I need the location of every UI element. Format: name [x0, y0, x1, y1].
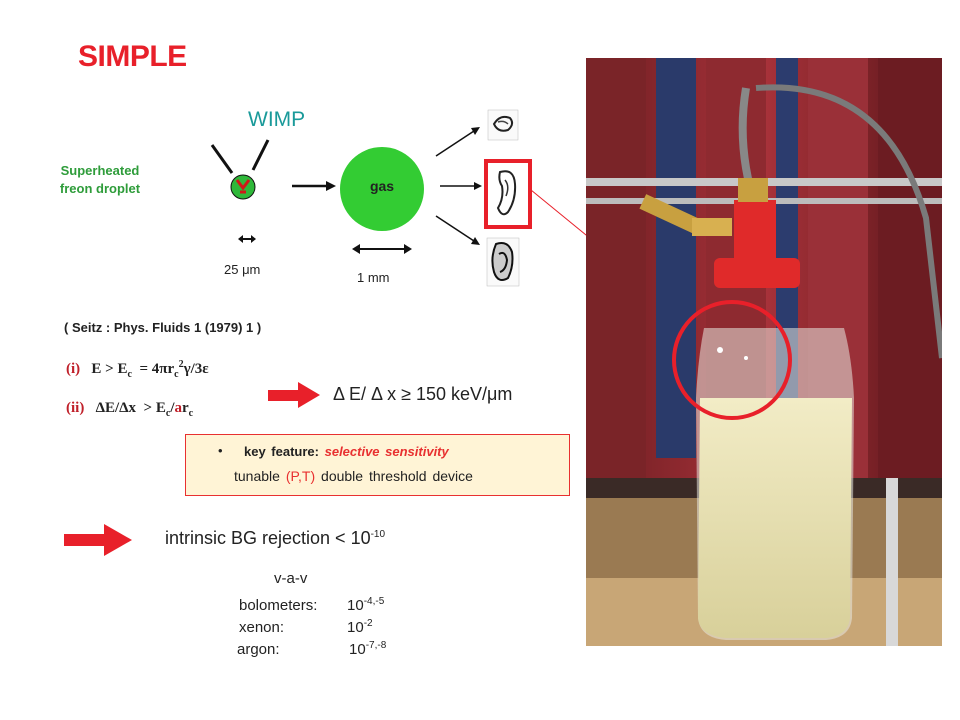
key-feature-bullet: • — [218, 443, 223, 458]
arrow-to-rejection — [64, 524, 132, 556]
particle-track-right — [251, 139, 270, 171]
key-feature-box: • key feature: selective sensitivity tun… — [185, 434, 570, 496]
bubble-image-top — [487, 109, 519, 141]
intrinsic-rejection-text: intrinsic BG rejection < 10 — [165, 528, 371, 548]
detector-photo — [586, 58, 942, 646]
key-feature-line1: key feature: selective sensitivity — [244, 444, 449, 459]
comparison-row-xenon: xenon: 10-2 — [239, 618, 373, 637]
intrinsic-rejection-exp: -10 — [370, 529, 386, 540]
comparison-row-bolometers: bolometers: 10-4,-5 — [239, 596, 385, 615]
droplet-recoil-mark — [235, 179, 251, 194]
droplet-size-label: 25 μm — [224, 262, 261, 277]
slide-title: SIMPLE — [78, 40, 187, 73]
condition-2-number: (ii) — [66, 400, 85, 416]
comparison-name: argon: — [237, 641, 280, 658]
arrow-to-bubble-bottom — [435, 215, 475, 242]
condition-1-number: (i) — [66, 361, 81, 377]
key-feature-line2: tunable (P,T) double threshold device — [234, 468, 473, 484]
key-feature-highlight: selective sensitivity — [324, 444, 449, 459]
seitz-reference: ( Seitz : Phys. Fluids 1 (1979) 1 ) — [64, 320, 262, 335]
key-feature-pt: (P,T) — [285, 468, 316, 484]
condition-2: (ii) ΔE/Δx > Ec/arc — [66, 400, 194, 419]
droplet-label: Superheated freon droplet — [40, 162, 160, 198]
arrow-to-bubble-top — [435, 130, 475, 157]
droplet-label-line2: freon droplet — [59, 181, 141, 196]
comparison-row-argon: argon: 10-7,-8 — [237, 640, 387, 659]
key-feature-prefix: key feature: — [244, 444, 319, 459]
key-feature-device: double threshold device — [321, 468, 473, 484]
comparison-name: xenon: — [239, 619, 285, 636]
bubble-diagram — [210, 109, 532, 287]
particle-track-left — [210, 144, 234, 174]
gas-label: gas — [369, 178, 395, 194]
comparison-name: bolometers: — [239, 597, 318, 614]
droplet-label-line1: Superheated — [60, 163, 140, 178]
bubble-image-bottom — [486, 237, 520, 287]
bubble-size-label: 1 mm — [357, 270, 390, 285]
key-feature-tunable: tunable — [234, 468, 280, 484]
gas-bubble — [340, 147, 424, 231]
bubble-image-mid — [484, 159, 532, 229]
arrow-to-result — [268, 382, 320, 408]
vav-label: v-a-v — [274, 570, 308, 587]
condition-1: (i) E > Ec = 4πrc2γ/3ε — [66, 359, 209, 380]
threshold-result: Δ E/ Δ x ≥ 150 keV/μm — [333, 384, 513, 404]
wimp-label: WIMP — [248, 108, 306, 131]
intrinsic-rejection: intrinsic BG rejection < 10-10 — [165, 528, 385, 549]
